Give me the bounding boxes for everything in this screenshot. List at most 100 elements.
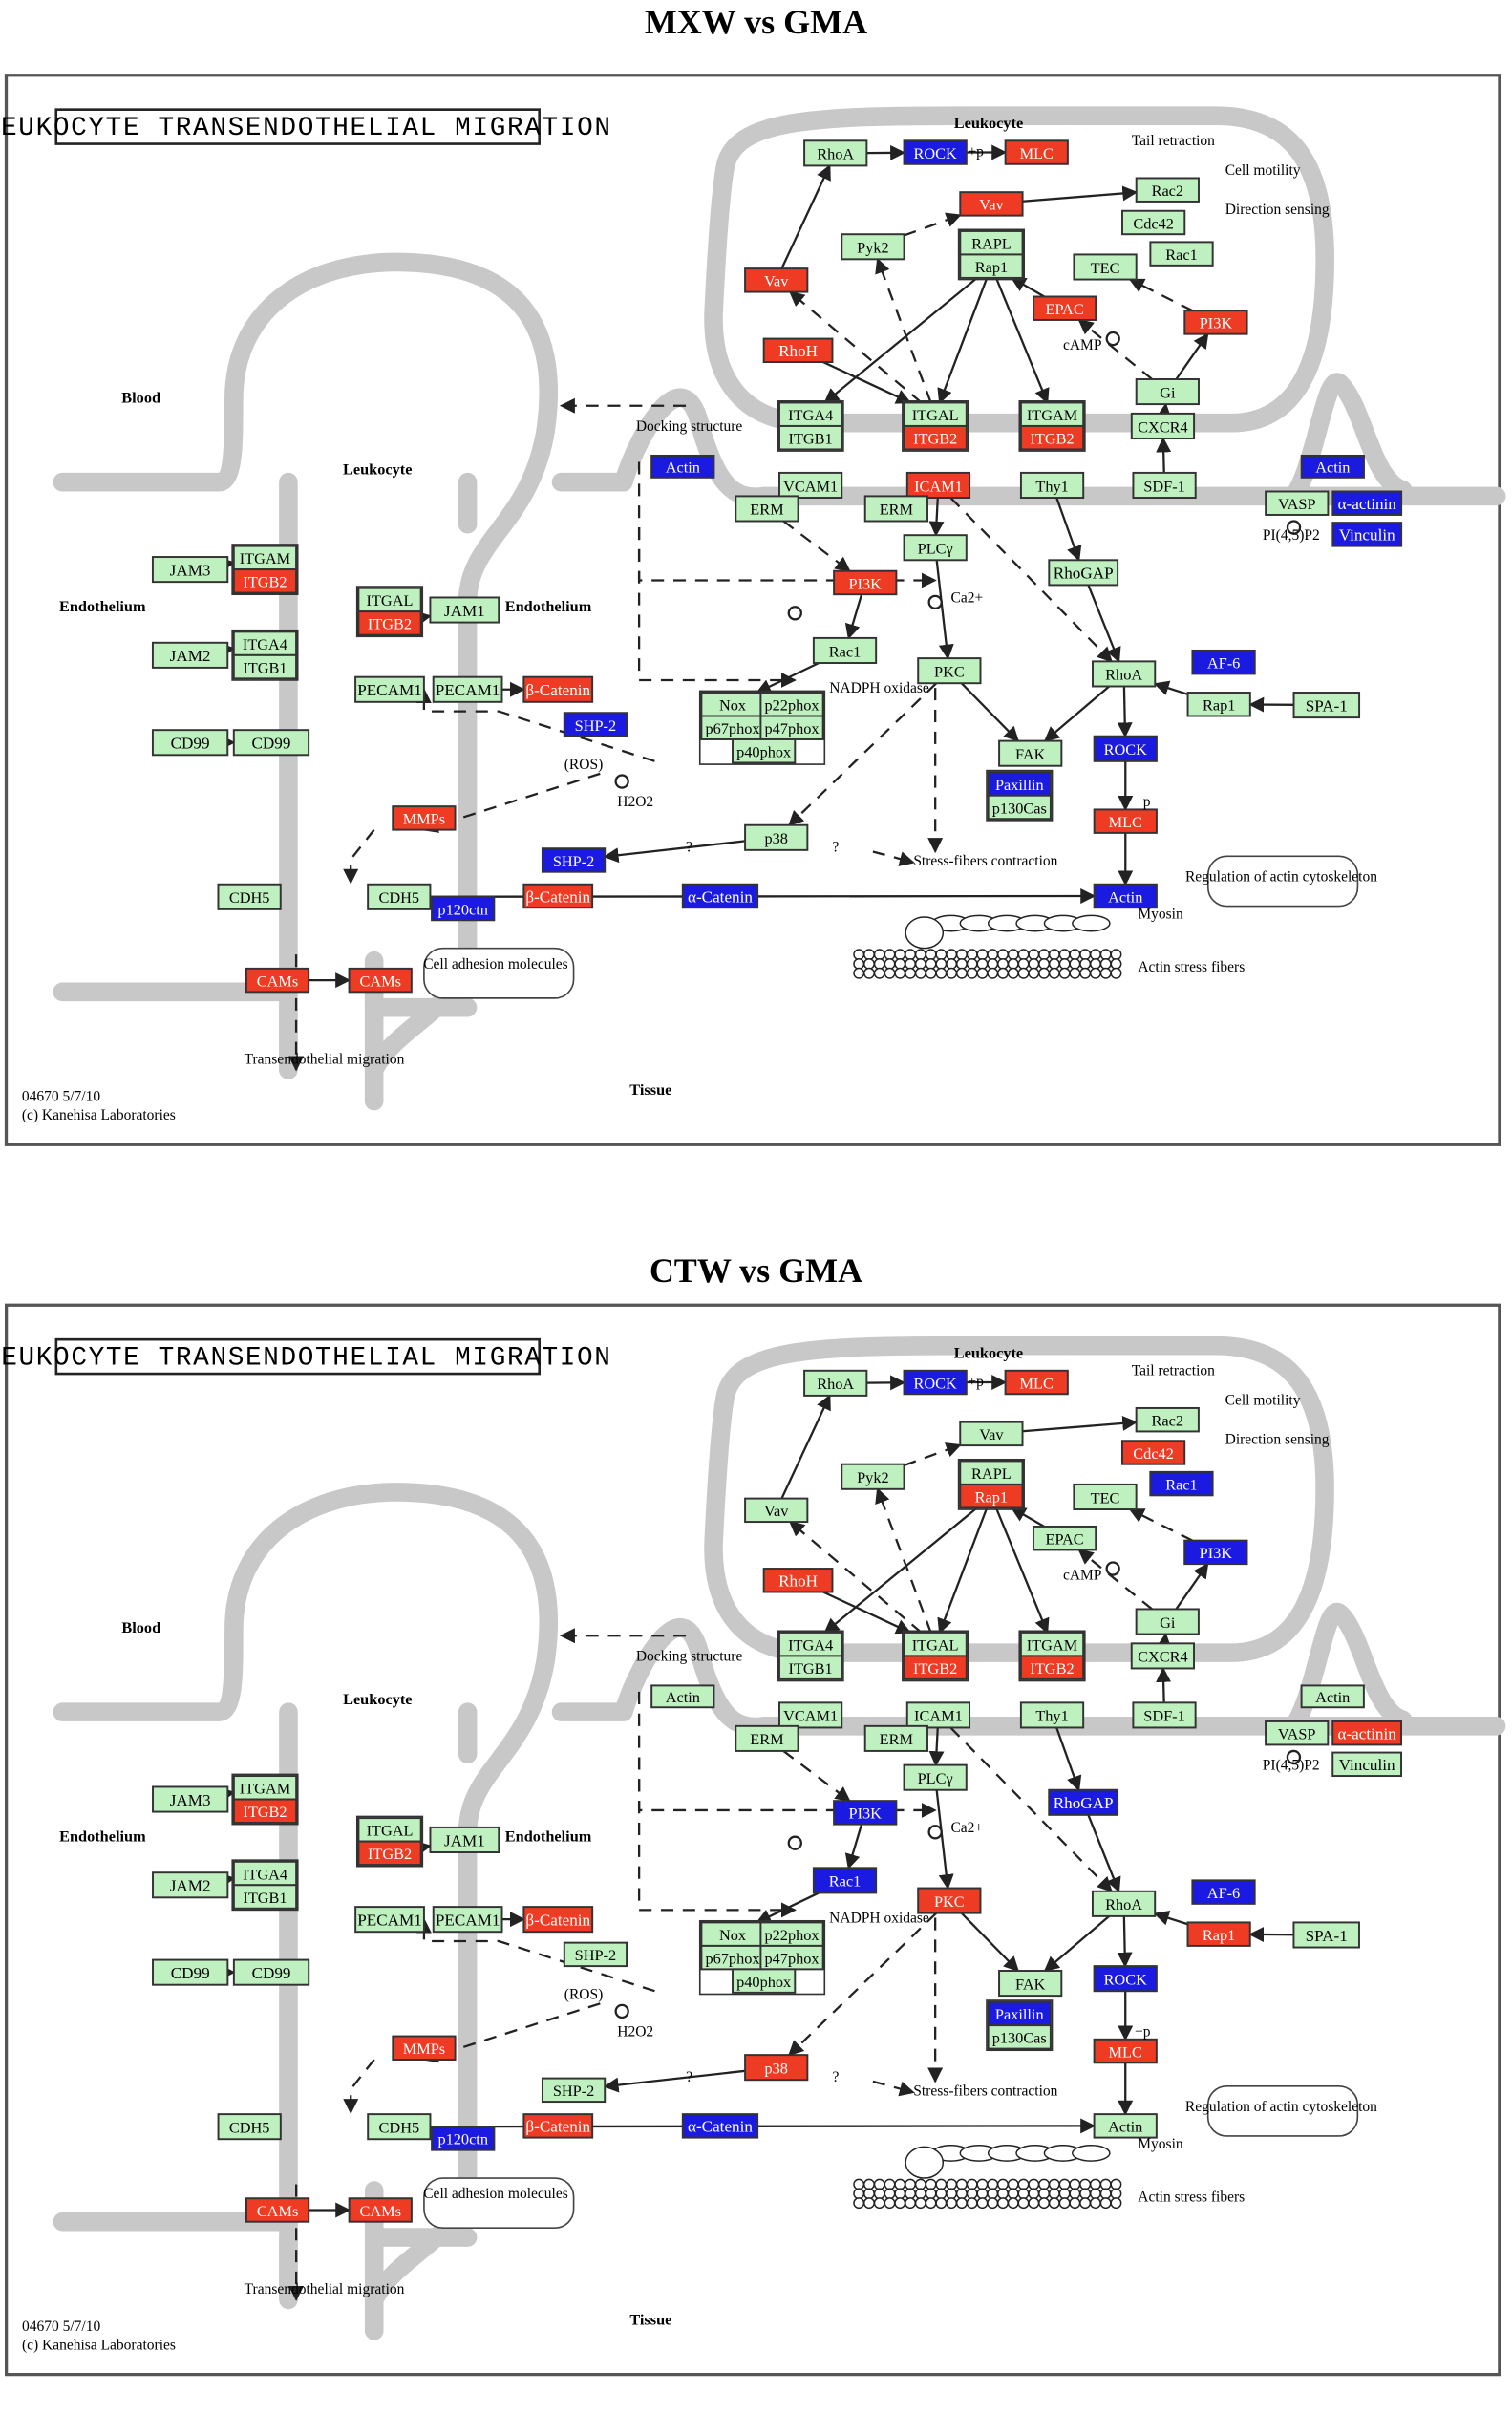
- gene-node-itgb2-d: ITGB2: [1019, 424, 1085, 451]
- svg-text:CXCR4: CXCR4: [1138, 1648, 1188, 1666]
- label-leukocyte-top: Leukocyte: [954, 114, 1023, 132]
- gene-node-p22phox: p22phox: [759, 692, 824, 717]
- label-plus-p: +p: [1135, 794, 1151, 810]
- gene-node-itgb2-d: ITGB2: [1019, 1655, 1085, 1680]
- actin-stress-fibers-graphic: [853, 914, 1122, 979]
- svg-text:VASP: VASP: [1278, 495, 1316, 513]
- svg-text:Rac1: Rac1: [829, 1872, 862, 1891]
- svg-text:ROCK: ROCK: [914, 144, 958, 162]
- label-leukocyte-left: Leukocyte: [343, 460, 412, 479]
- gene-node-mlc-top: MLC: [1004, 1369, 1069, 1396]
- svg-text:CDH5: CDH5: [229, 888, 270, 907]
- gene-node-rhoa-mid: RhoA: [1092, 660, 1157, 688]
- gene-node-thy1: Thy1: [1019, 1701, 1085, 1729]
- svg-text:α-Catenin: α-Catenin: [688, 887, 753, 906]
- gene-node-tec: TEC: [1073, 1483, 1138, 1510]
- gene-node-acatenin: α-Catenin: [681, 883, 759, 909]
- svg-text:ITGAM: ITGAM: [240, 549, 291, 567]
- gene-node-itgam-c: ITGAM: [1019, 401, 1085, 427]
- svg-text:ROCK: ROCK: [1104, 740, 1148, 759]
- svg-text:β-Catenin: β-Catenin: [525, 1911, 590, 1929]
- label-question: ?: [832, 839, 839, 855]
- svg-text:p47phox: p47phox: [765, 719, 820, 737]
- gene-node-icam1: ICAM1: [905, 1701, 971, 1729]
- gene-node-pi3k-top: PI3K: [1183, 310, 1248, 335]
- gene-node-itgam-c: ITGAM: [1019, 1631, 1085, 1657]
- svg-text:p67phox: p67phox: [705, 719, 759, 737]
- gene-node-plcy: PLCγ: [903, 534, 968, 562]
- svg-text:ITGAM: ITGAM: [1027, 1635, 1078, 1654]
- gene-node-pi3k-mid: PI3K: [833, 569, 898, 596]
- svg-text:ITGB1: ITGB1: [243, 658, 287, 676]
- svg-text:ITGB1: ITGB1: [243, 1889, 287, 1907]
- svg-text:p22phox: p22phox: [765, 1926, 820, 1944]
- label-docking-structure: Docking structure: [636, 418, 743, 435]
- label-docking-structure: Docking structure: [636, 1648, 743, 1664]
- gene-node-rapl: RAPL: [959, 1460, 1024, 1485]
- svg-text:Thy1: Thy1: [1035, 477, 1068, 495]
- gene-node-bcatenin-b: β-Catenin: [522, 883, 594, 909]
- svg-text:Rap1: Rap1: [1203, 696, 1235, 715]
- gene-node-pi3k-top: PI3K: [1183, 1539, 1248, 1566]
- svg-text:JAM1: JAM1: [444, 1831, 485, 1849]
- svg-text:CDH5: CDH5: [379, 888, 420, 907]
- svg-text:Nox: Nox: [719, 1926, 746, 1944]
- gene-node-cdc42: Cdc42: [1121, 209, 1186, 236]
- gene-node-cams-b: CAMs: [348, 967, 413, 994]
- gene-node-p67phox: p67phox: [700, 715, 765, 740]
- gene-node-cd99-a: CD99: [151, 729, 229, 757]
- gene-node-sdf1: SDF-1: [1132, 1701, 1197, 1729]
- gene-node-rap1-top: Rap1: [959, 1483, 1024, 1509]
- svg-text:Rac1: Rac1: [1165, 246, 1198, 264]
- svg-text:ITGAL: ITGAL: [367, 1822, 414, 1840]
- gene-node-rhoa-top: RhoA: [803, 1369, 868, 1397]
- svg-text:SHP-2: SHP-2: [553, 852, 594, 870]
- svg-text:Rap1: Rap1: [1203, 1926, 1235, 1944]
- gene-node-actin-right: Actin: [1300, 454, 1365, 479]
- svg-text:SPA-1: SPA-1: [1306, 1927, 1348, 1945]
- svg-text:FAK: FAK: [1015, 1975, 1046, 1993]
- gene-node-gi: Gi: [1135, 378, 1200, 406]
- regulation-box: [1206, 2084, 1359, 2137]
- map-frame: [4, 74, 1501, 1146]
- gene-node-vasp: VASP: [1265, 490, 1330, 516]
- label-nadph-oxidase: NADPH oxidase: [829, 1910, 929, 1926]
- gene-node-cdh5-a: CDH5: [217, 2113, 282, 2141]
- label-blood: Blood: [121, 388, 160, 406]
- svg-text:PI3K: PI3K: [1200, 314, 1233, 332]
- svg-text:p130Cas: p130Cas: [992, 2029, 1047, 2047]
- gene-node-p47phox: p47phox: [759, 715, 824, 740]
- svg-text:Vav: Vav: [979, 196, 1004, 214]
- gene-node-p120ctn: p120ctn: [431, 2126, 496, 2151]
- label-myosin: Myosin: [1138, 2136, 1183, 2152]
- svg-text:JAM3: JAM3: [170, 561, 211, 579]
- gene-node-spa1: SPA-1: [1292, 692, 1361, 719]
- map-title-box: [54, 108, 541, 145]
- gene-node-epac: EPAC: [1033, 295, 1097, 321]
- gene-node-jam2: JAM2: [152, 1871, 229, 1899]
- label-question: ?: [686, 2069, 692, 2085]
- svg-text:p38: p38: [764, 2059, 787, 2077]
- gene-node-erm-a: ERM: [735, 495, 799, 523]
- svg-text:ITGAL: ITGAL: [912, 406, 959, 424]
- gene-node-rhoh: RhoH: [762, 1568, 834, 1593]
- svg-text:JAM3: JAM3: [170, 1791, 211, 1809]
- svg-text:JAM2: JAM2: [170, 1877, 211, 1895]
- gene-node-mlc-mid: MLC: [1093, 808, 1158, 834]
- svg-text:ITGB1: ITGB1: [789, 1659, 833, 1677]
- svg-text:p40phox: p40phox: [736, 1973, 791, 1991]
- gene-node-paxillin: Paxillin: [987, 771, 1052, 797]
- gene-node-itga4-a: ITGA4: [232, 1860, 298, 1887]
- gene-node-vav-left: Vav: [744, 267, 809, 293]
- gene-node-pecam1-b: PECAM1: [432, 1906, 503, 1934]
- gene-node-itgb1-a: ITGB1: [232, 653, 298, 680]
- label-endothelium-left: Endothelium: [59, 1827, 146, 1846]
- svg-text:PECAM1: PECAM1: [436, 681, 500, 699]
- gene-node-vav-left: Vav: [744, 1497, 809, 1524]
- svg-text:PI3K: PI3K: [1200, 1544, 1233, 1562]
- gene-node-itgb2-b: ITGB2: [357, 610, 422, 636]
- gene-node-af6: AF-6: [1191, 649, 1256, 675]
- gene-node-cams-a: CAMs: [245, 967, 310, 994]
- label-plus-p: +p: [968, 1374, 984, 1390]
